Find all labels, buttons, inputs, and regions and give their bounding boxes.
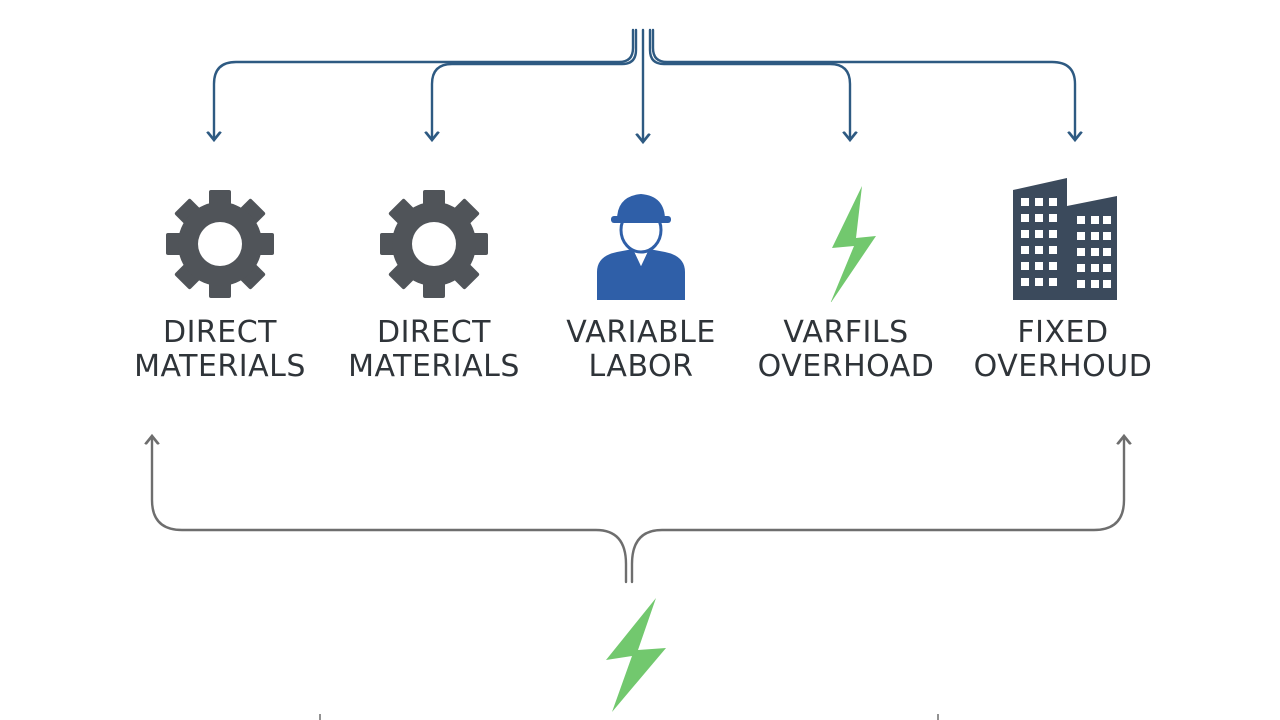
node-label-line1: VARFILS [783,315,909,350]
building-icon [1013,178,1117,300]
top-branch-5 [651,28,1075,140]
bottom-branch-left [152,436,628,584]
node-label-line1: DIRECT [162,315,278,350]
top-branch-2 [432,28,638,140]
node-direct-materials-2: DIRECT MATERIALS [324,186,544,384]
bottom-branch-right [630,436,1124,584]
node-variable-labor: VARIABLE LABOR [531,186,751,384]
gear-icon [166,190,274,298]
lightning-bolt-icon [606,598,666,712]
node-label-line2: MATERIALS [134,349,306,384]
gear-icon [380,190,488,298]
node-label-line2: OVERHOAD [757,349,935,384]
worker-icon [597,194,685,300]
node-label-line1: DIRECT [376,315,492,350]
lightning-bolt-icon [830,186,876,302]
node-label-line2: MATERIALS [348,349,520,384]
node-direct-materials-1: DIRECT MATERIALS [110,186,330,384]
node-label-line2: LABOR [588,349,694,384]
node-label-line1: VARIABLE [566,315,716,350]
top-branch-1 [214,28,635,140]
node-fixed-overhead: FIXED OVERHOUD [953,176,1173,384]
node-label-line1: FIXED [1017,315,1109,350]
top-branch-4 [648,28,850,140]
node-label-line2: OVERHOUD [973,349,1153,384]
node-variable-overhead: VARFILS OVERHOAD [736,186,956,384]
